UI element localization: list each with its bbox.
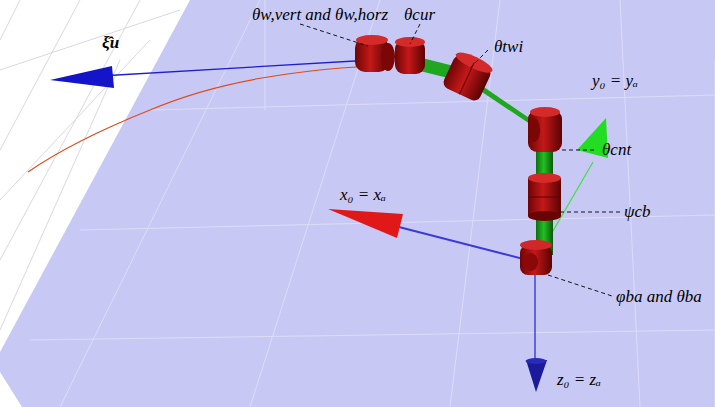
- axis-label: y₀ = yₐ: [592, 72, 638, 89]
- axis-label: ψcb: [624, 203, 651, 220]
- psi-joint: [528, 173, 561, 221]
- z-axis-cone: [526, 360, 547, 392]
- wrist-joint: [355, 35, 425, 74]
- axis-label: ξ̂u: [102, 34, 119, 51]
- floor-grid: [30, 0, 715, 407]
- elbow-joint: [528, 107, 562, 152]
- twist-joint: [441, 49, 495, 103]
- axis-label: φba and θba: [616, 288, 702, 305]
- trajectory-curve: [28, 66, 372, 172]
- axis-label: z₀ = zₐ: [557, 371, 601, 388]
- direction-vector: [100, 60, 372, 76]
- axis-label: θcur: [404, 6, 435, 23]
- vector-cone: [50, 66, 114, 88]
- axis-label: θcnt: [602, 141, 631, 158]
- x-axis: [395, 226, 535, 262]
- axis-label: θw,vert and θw,horz: [252, 6, 388, 23]
- x-axis-cone: [328, 209, 403, 238]
- axis-label: x₀ = xₐ: [340, 186, 386, 203]
- leader-lines: [300, 24, 620, 296]
- z-axis: [534, 262, 535, 372]
- base-joint: [520, 240, 552, 275]
- axis-label: θtwi: [494, 38, 523, 55]
